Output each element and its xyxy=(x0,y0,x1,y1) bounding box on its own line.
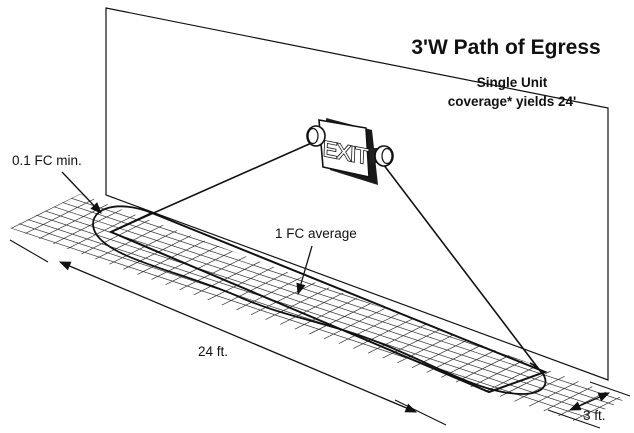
lamp-head-icon xyxy=(370,145,394,167)
grid-line xyxy=(10,194,69,224)
length-label: 24 ft. xyxy=(198,344,228,359)
wall xyxy=(105,7,609,381)
grid-line xyxy=(10,194,99,234)
avg-fc-label: 1 FC average xyxy=(275,226,357,241)
subtitle-line-2: coverage* yields 24' xyxy=(448,94,577,109)
length-dimension xyxy=(9,239,447,426)
avg-fc-leader xyxy=(296,245,313,296)
light-beams xyxy=(112,140,542,373)
min-fc-label: 0.1 FC min. xyxy=(12,153,82,168)
width-label: 3 ft. xyxy=(583,408,606,423)
grid-line xyxy=(602,381,625,430)
width-dimension xyxy=(547,381,631,429)
subtitle-line-1: Single Unit xyxy=(477,75,548,90)
diagram-title: 3'W Path of Egress xyxy=(411,36,600,59)
exit-sign-icon: EXIT xyxy=(318,118,378,185)
grid-line xyxy=(31,194,128,243)
lamp-head-icon xyxy=(306,125,326,147)
grid-line xyxy=(10,194,84,229)
grid-line xyxy=(118,223,216,272)
min-fc-leader xyxy=(61,171,102,214)
grid-line xyxy=(75,208,172,258)
